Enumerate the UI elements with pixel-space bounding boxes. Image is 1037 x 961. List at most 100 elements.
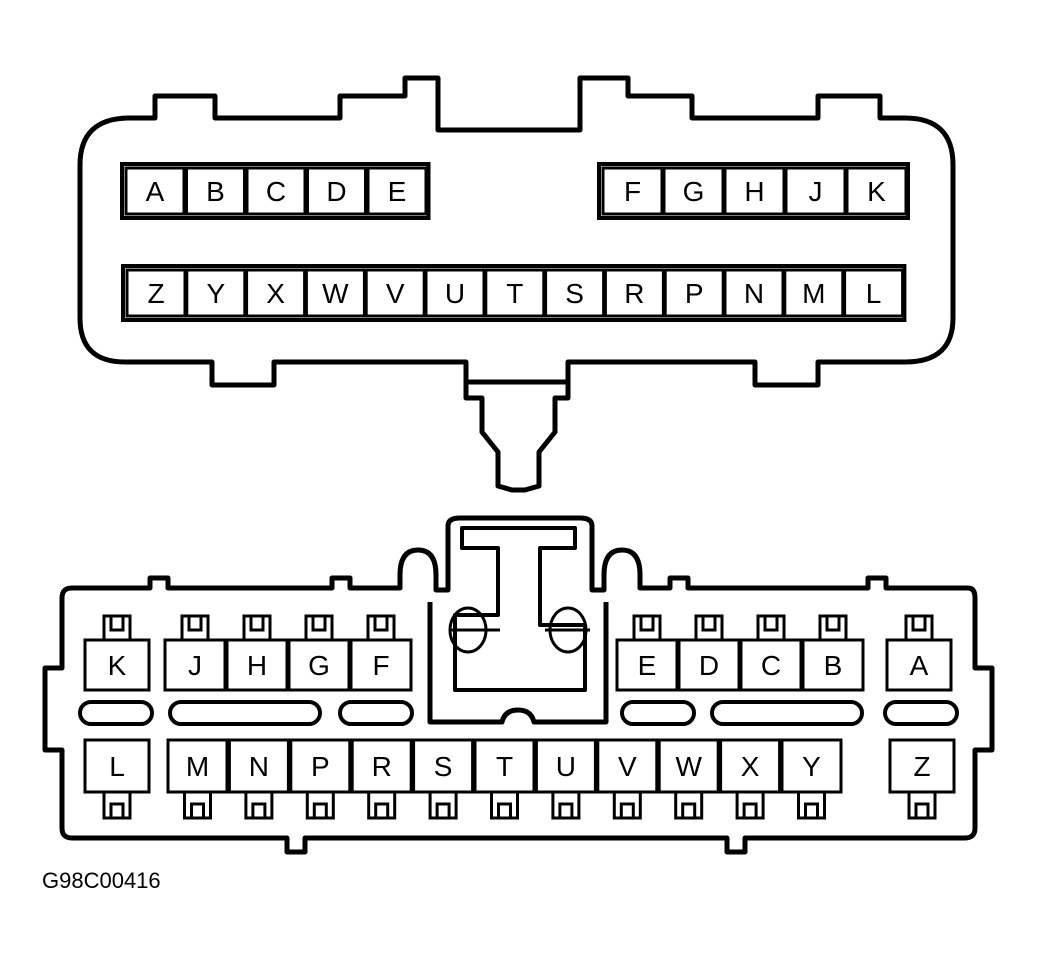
pin-label: T	[496, 751, 513, 782]
pin-g: G	[287, 614, 351, 692]
pin-z: Z	[125, 268, 187, 318]
pin-cavity	[245, 166, 307, 216]
pin-label: S	[565, 278, 584, 309]
terminal-tab	[242, 614, 272, 640]
pin-label: E	[638, 650, 657, 681]
pin-cavity	[534, 738, 597, 794]
pin-m: M	[783, 268, 845, 318]
pin-c: C	[245, 166, 307, 216]
pin-label: F	[624, 176, 641, 207]
terminal-tab	[244, 792, 274, 820]
terminal-tab	[102, 792, 132, 820]
pin-cavity	[723, 268, 785, 318]
terminal-tab	[735, 792, 765, 820]
pin-cavity	[185, 268, 247, 318]
pin-y: Y	[780, 738, 843, 820]
pin-label: C	[266, 176, 286, 207]
pin-cavity	[473, 738, 536, 794]
pin-cavity	[287, 638, 351, 692]
pin-row-frame	[597, 162, 910, 220]
pin-cavity	[601, 166, 664, 216]
pin-label: X	[741, 751, 760, 782]
pin-cavity	[603, 268, 665, 318]
pin-label: W	[322, 278, 349, 309]
pin-label: V	[386, 278, 405, 309]
pin-x: X	[719, 738, 782, 820]
pin-cavity	[366, 166, 428, 216]
pin-m: M	[166, 738, 229, 820]
pin-label: Z	[147, 278, 164, 309]
pin-label: G	[308, 650, 330, 681]
pin-label: X	[266, 278, 285, 309]
pin-g: G	[662, 166, 725, 216]
pin-cavity	[364, 268, 426, 318]
pin-p: P	[663, 268, 725, 318]
pin-v: V	[596, 738, 659, 820]
pin-v: V	[364, 268, 426, 318]
pin-k: K	[83, 614, 151, 692]
pin-label: A	[146, 176, 165, 207]
pin-p: P	[289, 738, 352, 820]
pin-cavity	[739, 638, 803, 692]
separator-slot-4	[620, 700, 696, 726]
pin-label: W	[675, 751, 702, 782]
pin-cavity	[885, 638, 953, 692]
pin-label: F	[372, 650, 389, 681]
pin-cavity	[783, 268, 845, 318]
terminal-tab	[694, 614, 724, 640]
pin-label: L	[866, 278, 882, 309]
terminal-tab	[304, 614, 334, 640]
female-connector	[77, 75, 956, 493]
pin-w: W	[657, 738, 720, 820]
pin-h: H	[723, 166, 786, 216]
pin-label: P	[311, 751, 330, 782]
pin-s: S	[412, 738, 475, 820]
terminal-tab	[367, 792, 397, 820]
t-slot	[453, 526, 587, 692]
terminal-tab	[102, 614, 132, 640]
pin-n: N	[227, 738, 290, 820]
terminal-tab	[756, 614, 786, 640]
pin-cavity	[484, 268, 546, 318]
pin-cavity	[349, 638, 413, 692]
pin-label: U	[556, 751, 576, 782]
pin-label: A	[910, 650, 929, 681]
pin-label: G	[683, 176, 705, 207]
pin-b: B	[801, 614, 865, 692]
pin-cavity	[245, 268, 307, 318]
pin-label: V	[618, 751, 637, 782]
terminal-tab	[674, 792, 704, 820]
pin-cavity	[843, 268, 905, 318]
pin-cavity	[780, 738, 843, 794]
pin-cavity	[83, 638, 151, 692]
pin-r: R	[350, 738, 413, 820]
center-key	[427, 602, 609, 725]
pin-label: K	[867, 176, 886, 207]
pin-j: J	[784, 166, 847, 216]
terminal-tab	[818, 614, 848, 640]
pin-cavity	[412, 738, 475, 794]
pin-label: H	[247, 650, 267, 681]
pin-cavity	[663, 268, 725, 318]
pin-label: E	[388, 176, 407, 207]
pin-label: C	[761, 650, 781, 681]
pin-label: Y	[802, 751, 821, 782]
pin-f: F	[349, 614, 413, 692]
pin-label: B	[206, 176, 225, 207]
pin-t: T	[473, 738, 536, 820]
separator-slot-3	[338, 700, 414, 726]
pin-e: E	[366, 166, 428, 216]
pin-l: L	[83, 738, 151, 820]
pin-label: U	[445, 278, 465, 309]
pin-cavity	[888, 738, 956, 794]
pin-u: U	[424, 268, 486, 318]
pin-cavity	[784, 166, 847, 216]
pin-d: D	[306, 166, 367, 216]
pin-t: T	[484, 268, 546, 318]
figure-code: G98C00416	[42, 868, 161, 893]
pin-cavity	[801, 638, 865, 692]
separator-slot-6	[883, 700, 959, 726]
pin-label: T	[506, 278, 523, 309]
